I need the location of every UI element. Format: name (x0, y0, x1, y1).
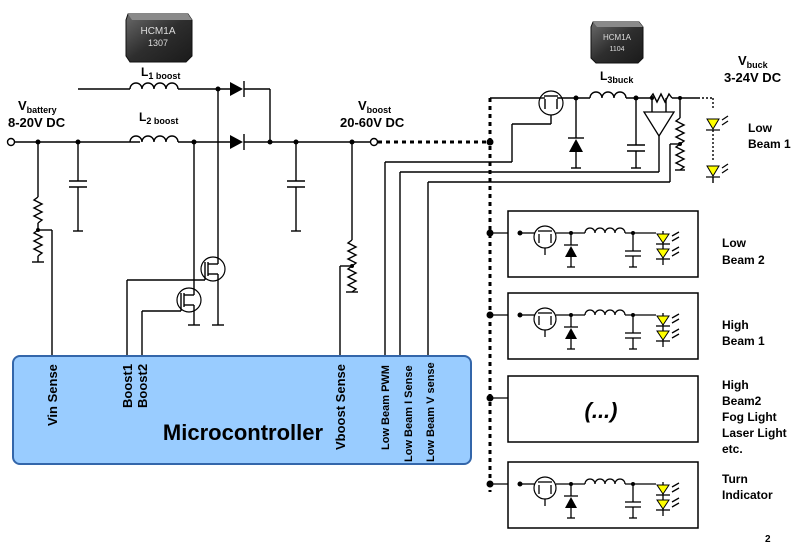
l3-buck-label: L3buck (600, 69, 634, 85)
load-boxes (486, 210, 699, 529)
pin-low-beam-v-sense: Low Beam V sense (425, 362, 437, 462)
buck-inductor-marking-1: HCM1A (603, 33, 632, 42)
vbuck-range: 3-24V DC (724, 70, 782, 85)
load-box-other (486, 375, 699, 443)
load-box-low-beam-2 (486, 210, 699, 278)
boost-inductor-marking-1: HCM1A (140, 26, 175, 37)
pin-low-beam-pwm: Low Beam PWM (380, 365, 392, 450)
pin-low-beam-i-sense: Low Beam I Sense (403, 365, 415, 462)
vbuck-label: Vbuck (738, 53, 769, 70)
load-high-beam-1: High Beam 1 (722, 318, 765, 348)
pin-vboost-sense: Vboost Sense (333, 364, 348, 450)
page-number: 2 (765, 534, 771, 545)
load-box-turn-indicator (486, 461, 699, 529)
vboost-range: 20-60V DC (340, 115, 405, 130)
boost-inductor-photo: HCM1A 1307 (125, 13, 193, 63)
pin-vin-sense: Vin Sense (45, 364, 60, 426)
vbattery-label: Vbattery (18, 98, 57, 115)
boost-inductor-marking-2: 1307 (148, 38, 168, 48)
battery-input-wiring (6, 88, 140, 356)
buck-inductor-marking-2: 1104 (609, 46, 624, 53)
load-other: High Beam2 Fog Light Laser Light etc. (722, 378, 790, 456)
low-beam-1-leds (706, 115, 729, 183)
load-turn-indicator: Turn Indicator (722, 472, 773, 502)
buck-inductor-photo: HCM1A 1104 (590, 21, 644, 64)
boost-stage-wiring (126, 81, 488, 356)
l1-boost-label: L1 boost (141, 65, 180, 81)
pin-boost2: Boost2 (135, 364, 150, 408)
pin-boost1: Boost1 (120, 364, 135, 408)
vboost-label: Vboost (358, 98, 391, 115)
microcontroller-block: Microcontroller Vin Sense Boost1 Boost2 … (12, 355, 472, 465)
microcontroller-title: Microcontroller (163, 420, 324, 445)
l2-boost-inductor (129, 135, 179, 143)
load-box-high-beam-1 (486, 292, 699, 360)
ellipsis-box-text: (...) (585, 398, 618, 423)
load-low-beam-1: Low Beam 1 (748, 121, 791, 151)
l2-boost-label: L2 boost (139, 110, 178, 126)
vbattery-range: 8-20V DC (8, 115, 66, 130)
buck-stage-wiring (384, 90, 714, 492)
l1-boost-inductor (129, 82, 179, 90)
load-low-beam-2: Low Beam 2 (722, 236, 765, 267)
